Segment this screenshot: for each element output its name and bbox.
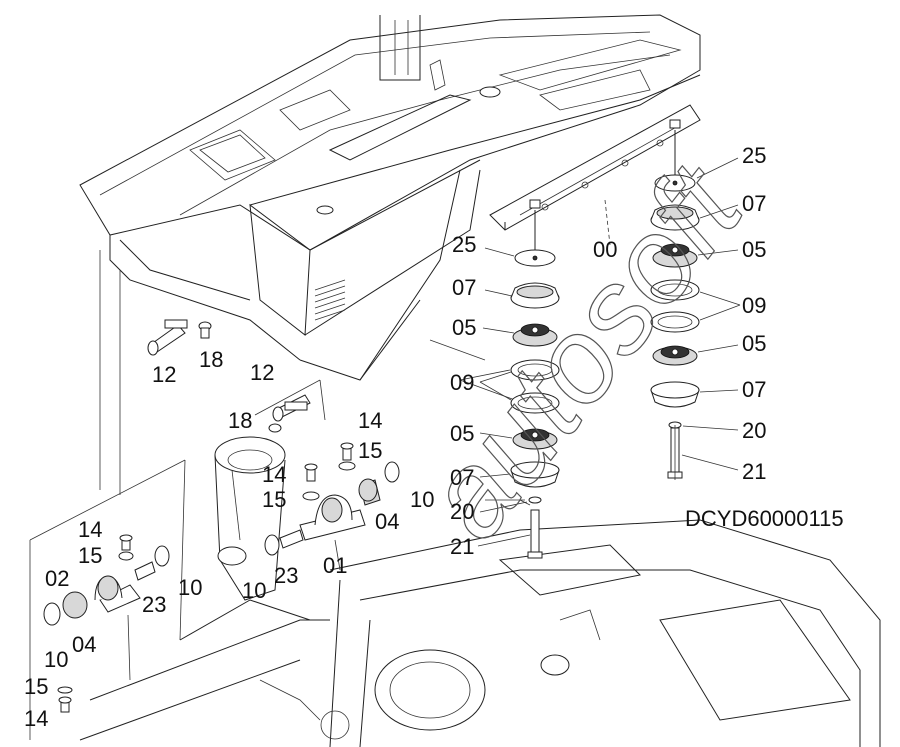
pins-and-bolts <box>147 319 311 433</box>
callout-12-upper: 12 <box>152 362 176 387</box>
callout-15-left-top: 15 <box>78 543 102 568</box>
callout-07-right-top: 07 <box>742 191 766 216</box>
lower-frame <box>79 519 881 747</box>
callout-10-center-right: 10 <box>410 487 434 512</box>
callout-18-lower: 18 <box>228 408 252 433</box>
callout-05-left-bottom: 05 <box>450 421 474 446</box>
callout-14-bottom: 14 <box>24 706 48 731</box>
callout-05-right-bottom: 05 <box>742 331 766 356</box>
callout-23-center: 23 <box>274 563 298 588</box>
callout-09-right: 09 <box>742 293 766 318</box>
upper-frame <box>79 14 701 381</box>
callout-14-center: 14 <box>262 462 286 487</box>
ring-09-left-b <box>510 392 560 414</box>
center-bracket-assembly <box>264 442 400 556</box>
callout-12-lower: 12 <box>250 360 274 385</box>
callout-25-right: 25 <box>742 143 766 168</box>
callout-15-center-top: 15 <box>358 438 382 463</box>
callout-02: 02 <box>45 566 69 591</box>
callout-04-left: 04 <box>72 632 96 657</box>
callout-09-left: 09 <box>450 370 474 395</box>
right-mount-stack <box>650 119 700 480</box>
callout-07-left-bottom: 07 <box>450 465 474 490</box>
callout-10-center-left: 10 <box>242 578 266 603</box>
callout-18-upper: 18 <box>199 347 223 372</box>
ring-09-left-a <box>510 359 560 381</box>
callout-04-center: 04 <box>375 509 399 534</box>
callout-23-left: 23 <box>142 592 166 617</box>
mounting-plate <box>489 104 701 246</box>
callout-07-right-bottom: 07 <box>742 377 766 402</box>
callout-00-plate: 00 <box>593 237 617 262</box>
lift-arm <box>214 436 286 601</box>
left-bracket-assembly <box>43 534 170 713</box>
callout-10-left-bottom: 10 <box>44 647 68 672</box>
left-mount-stack <box>510 199 560 559</box>
ring-09-right-b <box>650 311 700 333</box>
callout-15-bottom: 15 <box>24 674 48 699</box>
callout-10-left-right: 10 <box>178 575 202 600</box>
drawing-code: DCYD60000115 <box>685 506 844 531</box>
callout-14-center-top: 14 <box>358 408 382 433</box>
callout-21-right: 21 <box>742 459 766 484</box>
callout-25-left: 25 <box>452 232 476 257</box>
callout-20-left: 20 <box>450 499 474 524</box>
callout-05-right-top: 05 <box>742 237 766 262</box>
callout-15-center: 15 <box>262 487 286 512</box>
callout-leaders <box>477 157 741 547</box>
leader-lines <box>29 250 531 740</box>
ring-09-right-a <box>650 279 700 301</box>
callout-05-left-top: 05 <box>452 315 476 340</box>
callout-07-left-top: 07 <box>452 275 476 300</box>
callout-14-left-top: 14 <box>78 517 102 542</box>
callout-21-left: 21 <box>450 534 474 559</box>
callout-labels: 25 07 05 09 05 07 20 21 00 25 07 05 09 0… <box>24 143 766 731</box>
callout-20-right: 20 <box>742 418 766 443</box>
callout-01: 01 <box>323 553 347 578</box>
